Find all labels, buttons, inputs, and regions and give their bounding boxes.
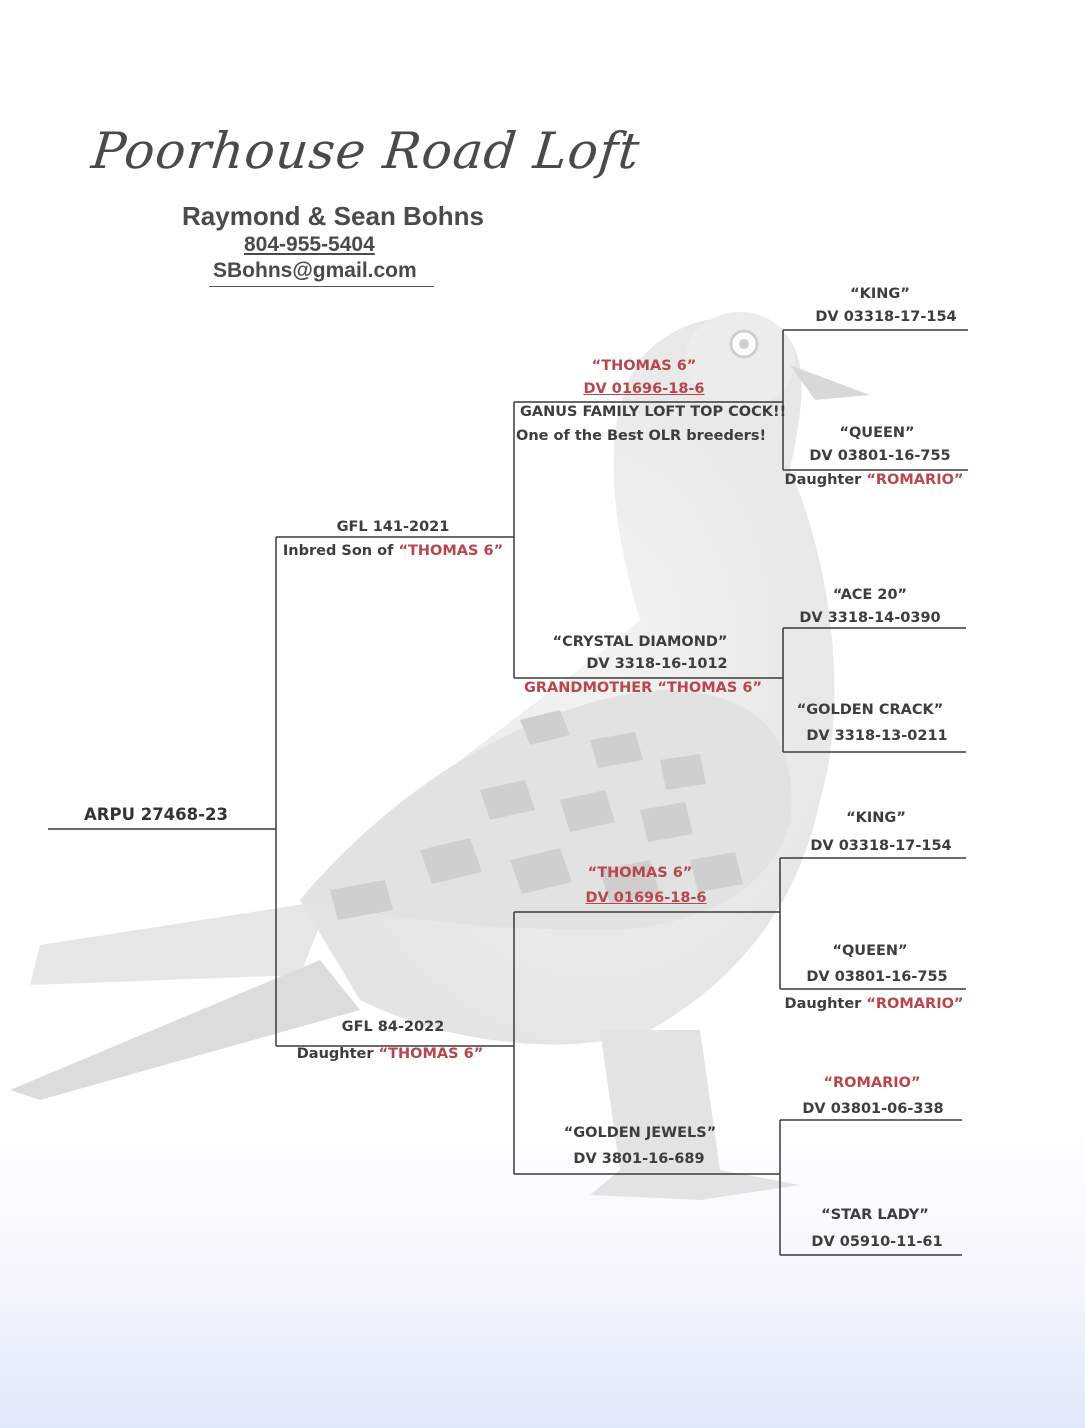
ggp-6-name: “QUEEN” — [832, 943, 908, 959]
ggp-7-name: “ROMARIO” — [823, 1075, 921, 1091]
ggp-3-name: “ACE 20” — [832, 587, 908, 603]
ggp-3-band: DV 3318-14-0390 — [799, 610, 941, 626]
ggp-1-band: DV 03318-17-154 — [815, 309, 957, 325]
ggp-5-band: DV 03318-17-154 — [810, 838, 952, 854]
ggp-8-band: DV 05910-11-61 — [811, 1234, 943, 1250]
ggp-2-band: DV 03801-16-755 — [809, 448, 951, 464]
sire-sire-band: DV 01696-18-6 — [583, 381, 705, 397]
loft-logo: Poorhouse Road Loft — [88, 122, 643, 180]
ggp-4-name: “GOLDEN CRACK” — [796, 702, 944, 718]
dam-sire-band: DV 01696-18-6 — [585, 890, 707, 906]
ggp-6-band: DV 03801-16-755 — [806, 969, 948, 985]
dam-dam-band: DV 3801-16-689 — [573, 1151, 705, 1167]
dam-sire-name: “THOMAS 6” — [587, 865, 693, 881]
owner-names: Raymond & Sean Bohns — [182, 201, 484, 231]
ggp-8-name: “STAR LADY” — [821, 1207, 929, 1223]
email-address: SBohns@gmail.com — [213, 259, 417, 282]
dam-note: Daughter “THOMAS 6” — [296, 1046, 484, 1062]
email-underline — [209, 286, 434, 287]
ggp-6-note: Daughter “ROMARIO” — [784, 996, 964, 1012]
ggp-1-name: “KING” — [850, 286, 910, 302]
sire-dam-name: “CRYSTAL DIAMOND” — [552, 634, 728, 650]
sire-band: GFL 141-2021 — [336, 519, 450, 535]
ggp-7-band: DV 03801-06-338 — [802, 1101, 944, 1117]
dam-band: GFL 84-2022 — [341, 1019, 445, 1035]
sire-dam-band: DV 3318-16-1012 — [586, 656, 728, 672]
phone-number: 804-955-5404 — [244, 233, 375, 256]
sire-dam-note: GRANDMOTHER “THOMAS 6” — [523, 680, 763, 696]
sire-sire-name: “THOMAS 6” — [591, 358, 697, 374]
ggp-2-name: “QUEEN” — [839, 425, 915, 441]
dam-dam-name: “GOLDEN JEWELS” — [563, 1125, 717, 1141]
sire-sire-note-2: One of the Best OLR breeders! — [516, 428, 767, 444]
subject-band: ARPU 27468-23 — [84, 805, 228, 824]
ggp-2-note: Daughter “ROMARIO” — [784, 472, 964, 488]
sire-note: Inbred Son of “THOMAS 6” — [282, 543, 504, 559]
sire-sire-note-1: GANUS FAMILY LOFT TOP COCK!! — [520, 404, 787, 420]
ggp-5-name: “KING” — [846, 810, 906, 826]
ggp-4-band: DV 3318-13-0211 — [806, 728, 948, 744]
